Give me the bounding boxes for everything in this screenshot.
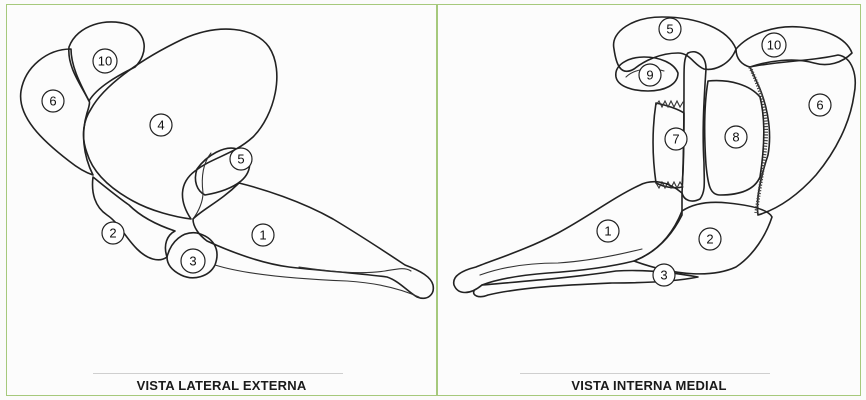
caption-medial: VISTA INTERNA MEDIAL [438,378,860,393]
part-6-outline [21,49,93,175]
panel-lateral-external: 10 6 4 5 2 1 3 VISTA LATERAL EXTERNA [6,4,437,396]
label-10-text: 10 [767,38,781,53]
label-3-text: 3 [189,254,196,269]
caption-lateral: VISTA LATERAL EXTERNA [7,378,436,393]
label-8-text: 8 [732,130,739,145]
label-5-text: 5 [237,152,244,167]
label-2-text: 2 [706,232,713,247]
part-2-outline [93,177,175,260]
central-shaft-outline [682,52,706,201]
label-1-text: 1 [604,224,611,239]
part-1-outline [454,182,682,293]
label-5-text: 5 [666,22,673,37]
label-1-text: 1 [259,228,266,243]
part-1-outline [193,183,433,298]
label-6-text: 6 [49,94,56,109]
label-2-text: 2 [109,226,116,241]
caption-rule-left [93,373,343,374]
label-10-text: 10 [98,54,112,69]
lateral-drawing: 10 6 4 5 2 1 3 [7,5,436,395]
label-3-text: 3 [660,268,667,283]
label-7-text: 7 [672,132,679,147]
label-4-text: 4 [157,118,164,133]
caption-rule-right [520,373,770,374]
label-6-text: 6 [816,98,823,113]
medial-drawing: 5 10 9 6 7 8 1 2 3 [438,5,860,395]
panel-internal-medial: 5 10 9 6 7 8 1 2 3 VISTA INTERNA MEDIAL [437,4,861,396]
label-9-text: 9 [646,68,653,83]
